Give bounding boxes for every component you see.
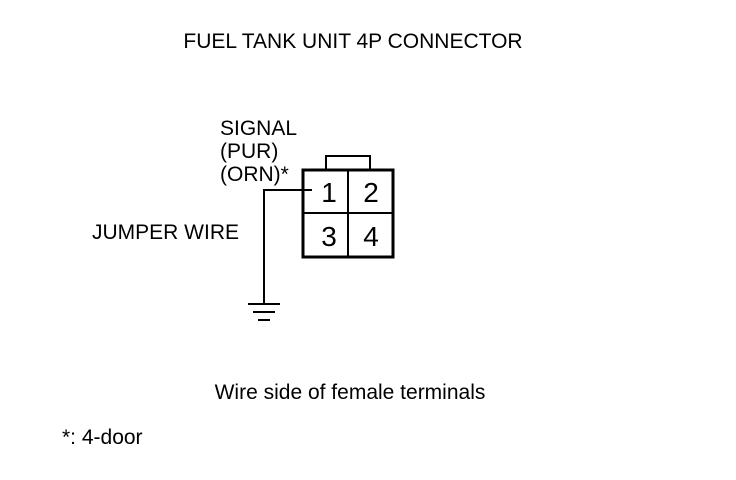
connector-4p: 1 2 3 4 xyxy=(301,155,395,259)
signal-color-orn: (ORN)* xyxy=(220,163,289,186)
footnote: *: 4-door xyxy=(62,426,143,449)
diagram-caption: Wire side of female terminals xyxy=(215,381,486,404)
jumper-wire-label: JUMPER WIRE xyxy=(92,221,239,244)
connector-lock-tab xyxy=(325,155,371,171)
pin-2: 2 xyxy=(363,177,379,208)
pin-1: 1 xyxy=(321,177,337,208)
diagram-title: FUEL TANK UNIT 4P CONNECTOR xyxy=(183,30,522,53)
jumper-wire-line xyxy=(263,189,312,304)
signal-label: SIGNAL xyxy=(220,117,297,140)
ground-icon xyxy=(248,303,280,321)
pin-4: 4 xyxy=(363,221,379,252)
pin-3: 3 xyxy=(321,221,337,252)
signal-color-pur: (PUR) xyxy=(220,140,278,163)
